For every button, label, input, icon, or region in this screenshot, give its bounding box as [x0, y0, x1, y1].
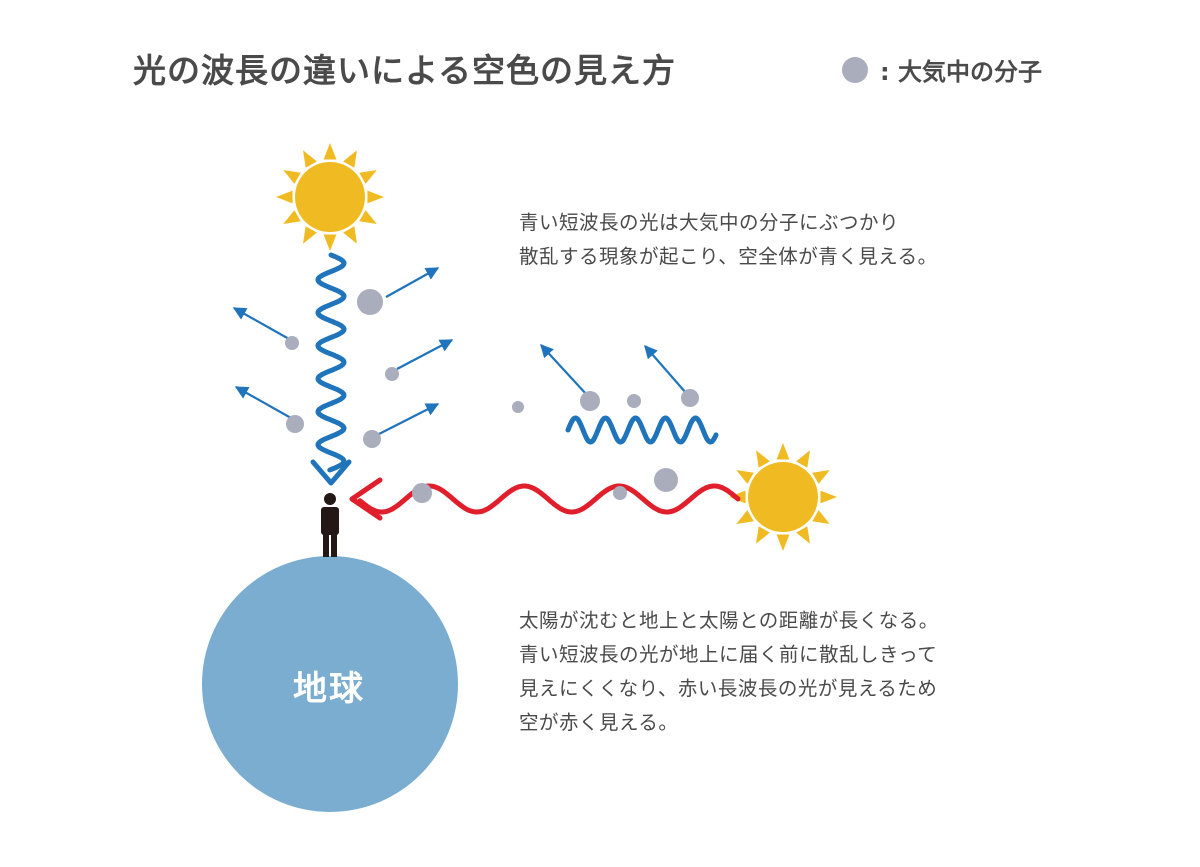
sun-ray — [736, 470, 754, 484]
earth-label: 地球 — [293, 669, 365, 709]
sun-ray — [812, 510, 830, 524]
sun-setting-icon — [729, 443, 837, 551]
scatter-arrow — [644, 345, 687, 394]
scatter-arrow — [234, 386, 292, 419]
sun-ray — [367, 190, 384, 204]
sun-ray — [776, 534, 790, 551]
sun-ray — [323, 143, 337, 160]
molecule — [385, 367, 399, 381]
molecule — [286, 415, 304, 433]
caption-line: 空が赤く見える。 — [519, 711, 679, 734]
scatter-arrow — [385, 267, 440, 298]
caption-line: 青い短波長の光が地上に届く前に散乱しきって — [519, 643, 938, 666]
red-light-arrowhead — [349, 477, 383, 521]
molecule-legend-marker — [842, 56, 868, 83]
legend: : 大気中の分子 — [842, 52, 1042, 87]
sun-ray — [776, 443, 790, 460]
observer-person-icon — [321, 493, 339, 557]
sun-disc — [295, 162, 365, 232]
sun-ray — [283, 170, 301, 184]
sunset-caption: 太陽が沈むと地上と太陽との距離が長くなる。 青い短波長の光が地上に届く前に散乱し… — [519, 604, 939, 740]
molecule — [613, 486, 627, 500]
sun-ray — [283, 210, 301, 224]
sun-ray — [736, 510, 754, 524]
legend-label: : 大気中の分子 — [880, 58, 1042, 86]
scatter-arrow — [540, 344, 588, 396]
sun-ray — [820, 490, 837, 504]
sun-ray — [796, 450, 810, 468]
molecule — [627, 394, 641, 408]
sun-ray — [276, 190, 293, 204]
caption-line: 青い短波長の光は大気中の分子にぶつかり — [519, 211, 900, 234]
caption-line: 散乱する現象が起こり、空全体が青く見える。 — [519, 245, 938, 268]
air-molecules — [285, 289, 699, 503]
daytime-caption: 青い短波長の光は大気中の分子にぶつかり 散乱する現象が起こり、空全体が青く見える… — [519, 206, 938, 274]
sun-overhead-icon — [276, 143, 384, 251]
molecule — [285, 336, 299, 350]
sun-ray — [343, 150, 357, 168]
sun-ray — [756, 526, 770, 544]
molecule — [357, 289, 383, 315]
sun-ray — [303, 226, 317, 244]
scatter-arrow — [396, 339, 454, 370]
sun-ray — [343, 226, 357, 244]
sun-ray — [756, 450, 770, 468]
sun-ray — [359, 210, 377, 224]
scatter-arrow — [232, 307, 290, 340]
sun-ray — [796, 526, 810, 544]
molecule — [412, 483, 432, 503]
earth-globe — [202, 556, 458, 812]
sun-ray — [323, 234, 337, 251]
molecule — [580, 391, 600, 411]
sun-ray — [303, 150, 317, 168]
scatter-arrow — [378, 403, 440, 435]
molecule — [512, 401, 524, 413]
blue-short-wavelength-light — [315, 252, 347, 473]
blue-light-arrowhead — [310, 459, 352, 486]
caption-line: 見えにくくなり、赤い長波長の光が見えるため — [519, 677, 938, 700]
sun-ray — [359, 170, 377, 184]
diagram-title: 光の波長の違いによる空色の見え方 — [133, 51, 677, 90]
molecule — [654, 468, 678, 492]
sun-ray — [812, 470, 830, 484]
caption-line: 太陽が沈むと地上と太陽との距離が長くなる。 — [519, 609, 939, 632]
sun-disc — [748, 462, 818, 532]
molecule — [363, 430, 381, 448]
blue-light-scattered-wave — [565, 415, 719, 445]
molecule — [681, 389, 699, 407]
scatter-arrows — [232, 267, 687, 435]
